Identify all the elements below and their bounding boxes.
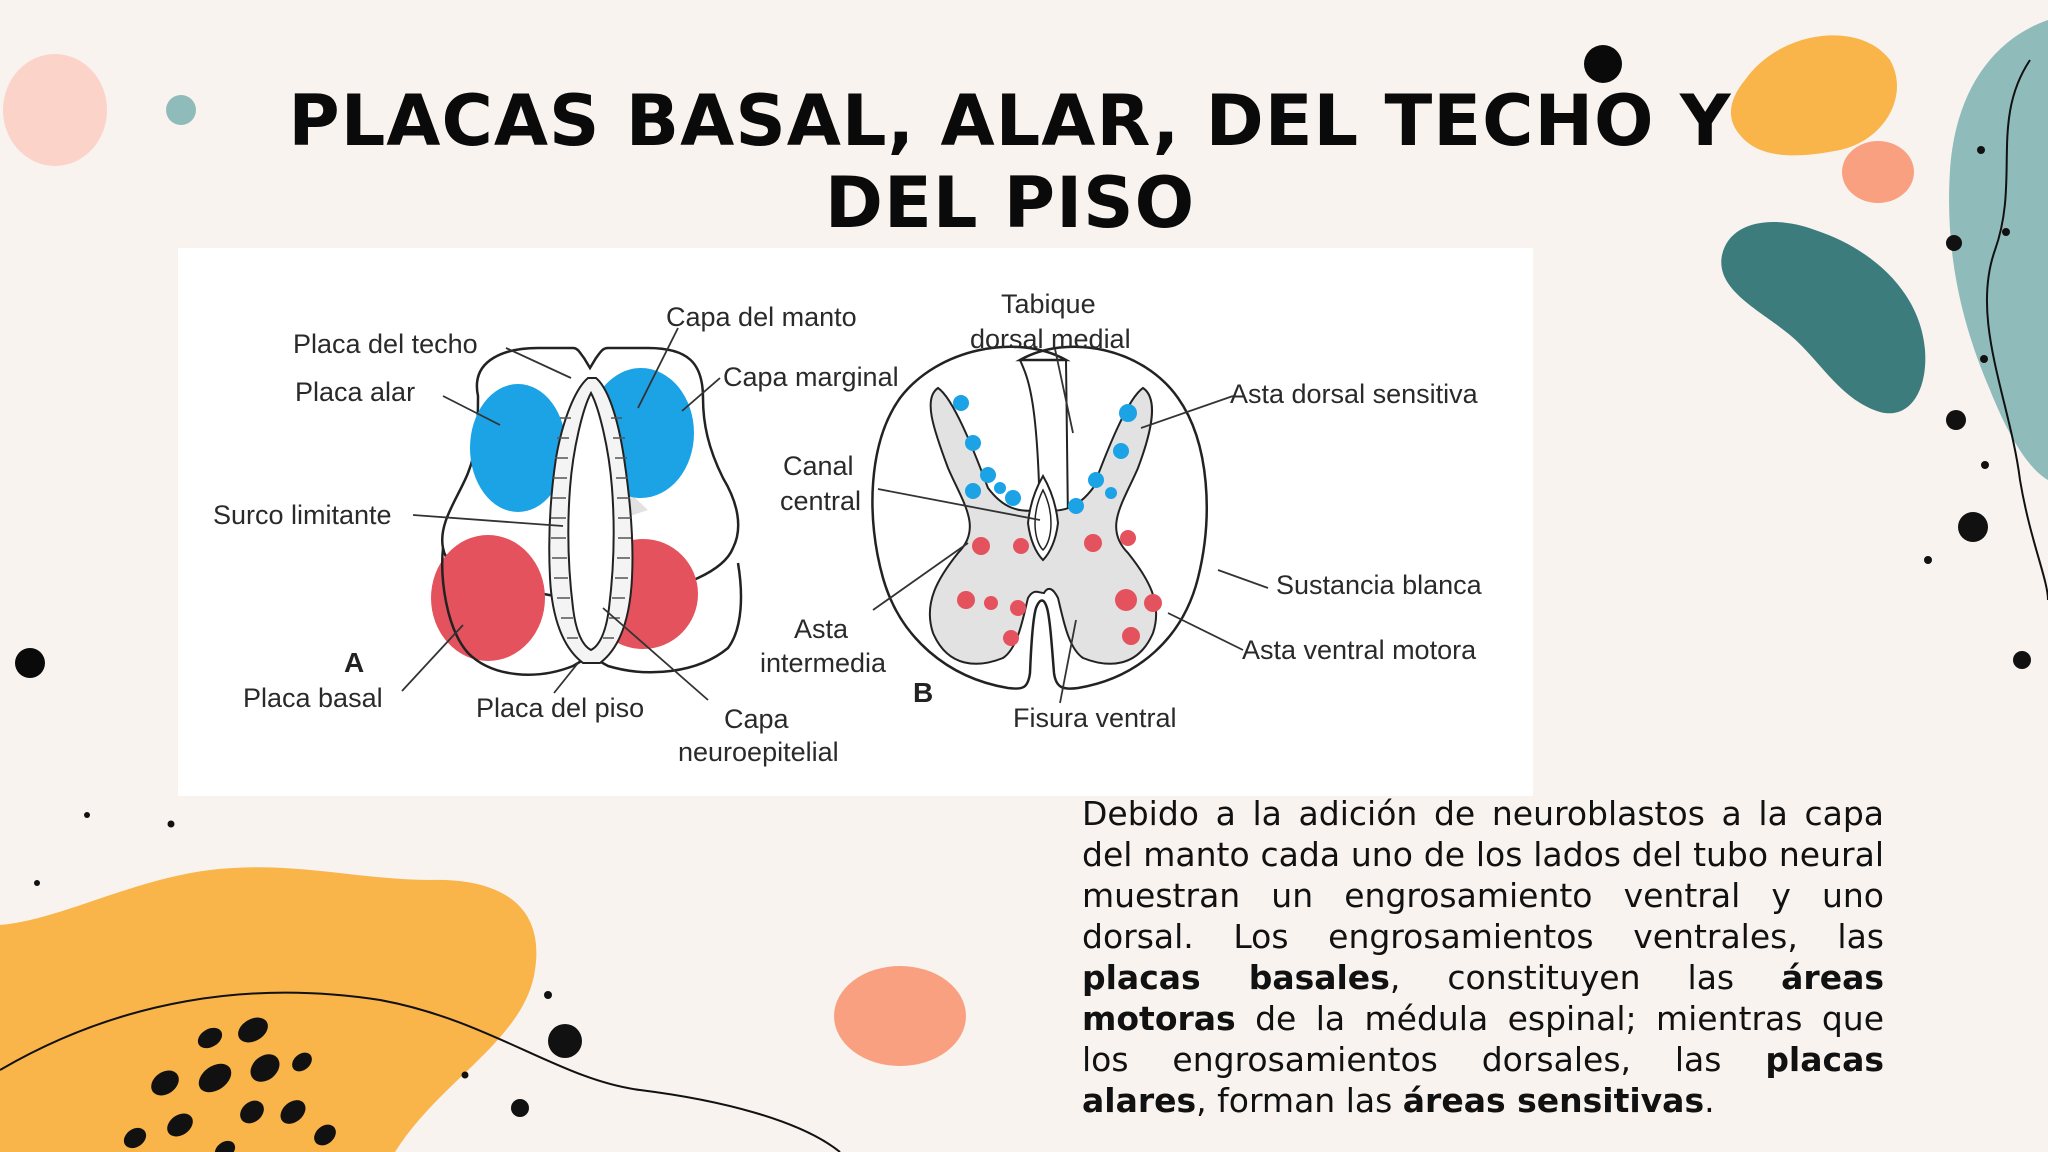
orange-blob-bottom (0, 867, 537, 1152)
label-placa-basal: Placa basal (243, 683, 383, 713)
label-canal-2: central (780, 486, 861, 516)
black-dot (548, 1024, 582, 1058)
motor-cells (957, 530, 1162, 646)
body-text-run: , constituyen las (1389, 958, 1782, 997)
label-placa-techo: Placa del techo (293, 329, 478, 359)
body-text-run: Debido a la adición de neuroblastos a la… (1082, 794, 1884, 956)
teal-dark-blob (1721, 222, 1926, 414)
body-text-run: , forman las (1196, 1081, 1403, 1120)
panel-b-spinal-cord (871, 345, 1208, 690)
label-tabique-1: Tabique (1001, 289, 1096, 319)
body-paragraph: Debido a la adición de neuroblastos a la… (1082, 793, 1884, 1121)
pink-blob (3, 54, 107, 166)
orange-blob-top (1730, 35, 1897, 156)
spot-pattern (123, 1017, 336, 1152)
body-text-run: de la médula espinal; mientras que los e… (1082, 999, 1884, 1079)
black-dot (1946, 410, 1966, 430)
black-dot (1946, 235, 1962, 251)
salmon-blob-bottom (834, 966, 966, 1066)
panel-a-leaders (401, 327, 721, 701)
label-capa-neuro-1: Capa (724, 704, 790, 734)
figure-diagram: A Placa del techo Placa alar Surco limit… (213, 289, 1483, 767)
black-dot (1584, 45, 1622, 83)
label-capa-neuro-2: neuroepitelial (678, 737, 839, 767)
salmon-blob-small (1842, 141, 1914, 203)
body-bold-term: placas alares (1082, 1040, 1884, 1120)
label-sustancia-blanca: Sustancia blanca (1276, 570, 1483, 600)
label-asta-int-1: Asta (794, 614, 849, 644)
body-bold-term: áreas sensitivas (1402, 1081, 1705, 1120)
panel-b-letter: B (913, 677, 933, 708)
body-bold-term: placas basales (1082, 958, 1390, 997)
label-capa-marginal: Capa marginal (723, 362, 899, 392)
label-asta-dorsal: Asta dorsal sensitiva (1230, 379, 1479, 409)
neuroepithelium-hatching (551, 417, 631, 639)
label-placa-piso: Placa del piso (476, 693, 644, 723)
black-dot (511, 1099, 529, 1117)
decor-line (1985, 59, 2048, 601)
label-tabique-2: dorsal medial (970, 324, 1131, 354)
alar-plate-left (470, 384, 566, 512)
label-asta-ventral: Asta ventral motora (1242, 635, 1477, 665)
body-text-run: . (1704, 1081, 1715, 1120)
black-dot (1958, 512, 1988, 542)
neural-tube-figure: A Placa del techo Placa alar Surco limit… (178, 248, 1533, 796)
label-capa-manto: Capa del manto (666, 302, 857, 332)
teal-light-blob (1949, 20, 2048, 480)
small-teal-dot (166, 95, 196, 125)
decor-line (0, 991, 841, 1152)
label-fisura-ventral: Fisura ventral (1013, 703, 1177, 733)
black-dot (15, 648, 45, 678)
label-canal-1: Canal (783, 451, 854, 481)
slide-title: PLACAS BASAL, ALAR, DEL TECHO Y DEL PISO (288, 80, 1732, 244)
panel-a-letter: A (344, 647, 364, 678)
label-asta-int-2: intermedia (760, 648, 887, 678)
panel-a-neural-tube (431, 346, 743, 676)
label-placa-alar: Placa alar (295, 377, 415, 407)
sensory-cells (953, 395, 1137, 514)
black-dot (2013, 651, 2031, 669)
label-surco-limitante: Surco limitante (213, 500, 392, 530)
neural-canal (567, 390, 615, 652)
central-canal (1026, 474, 1060, 562)
central-canal-inner (1034, 488, 1052, 552)
panel-b-leaders (872, 348, 1269, 704)
body-bold-term: áreas motoras (1082, 958, 1884, 1038)
